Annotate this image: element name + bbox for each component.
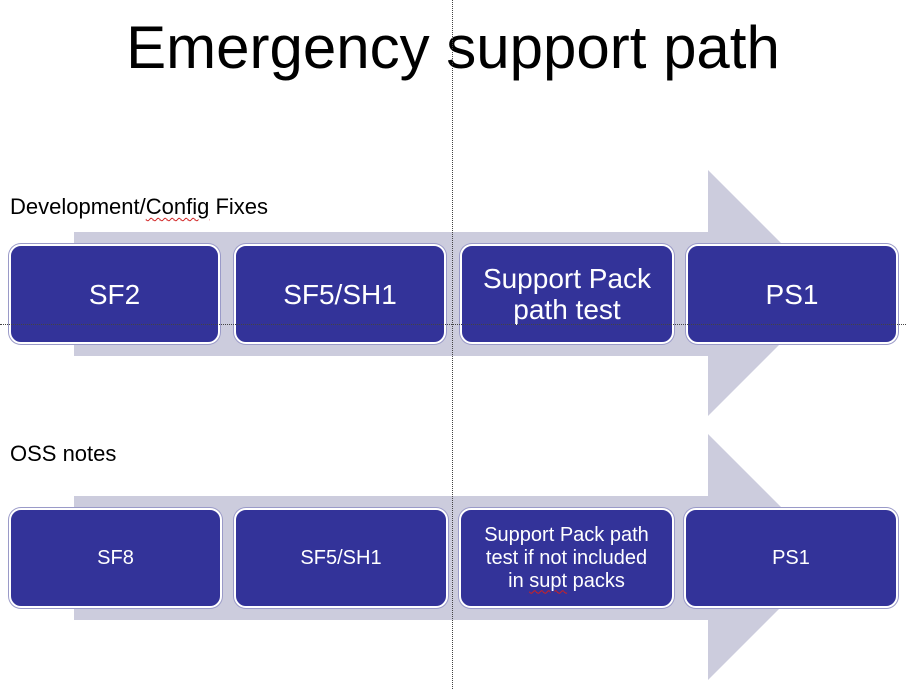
step-box-label: SF2 xyxy=(88,278,141,310)
step-box-label: SF5/SH1 xyxy=(300,546,382,569)
spellcheck-word: supt xyxy=(529,569,568,592)
step-box-sf8: SF8 xyxy=(9,508,222,608)
horizontal-guide-line xyxy=(0,324,906,325)
step-box-ps1-oss: PS1 xyxy=(684,508,898,608)
step-box-ps1: PS1 xyxy=(686,244,898,344)
vertical-guide-line xyxy=(452,0,453,689)
step-box-support-pack-path-test: Support Pack path test xyxy=(460,244,674,344)
step-box-label: SF8 xyxy=(97,546,134,569)
step-box-sf5-sh1: SF5/SH1 xyxy=(234,244,446,344)
step-box-label: SF5/SH1 xyxy=(283,278,397,310)
step-box-label-line: Support Pack xyxy=(482,263,652,294)
step-box-label: PS1 xyxy=(772,546,810,569)
step-box-label-line: path test xyxy=(513,294,621,325)
step-box-label-line: test if not included xyxy=(485,546,648,569)
row-label-development-config-fixes: Development/Config Fixes xyxy=(10,194,269,219)
row-label-oss-notes: OSS notes xyxy=(10,441,117,466)
step-box-support-pack-path-test-oss: Support Pack path test if not included i… xyxy=(459,508,674,608)
step-box-label-line: in supt packs xyxy=(508,569,625,592)
step-box-label: PS1 xyxy=(765,278,819,310)
step-box-sf5-sh1-oss: SF5/SH1 xyxy=(234,508,448,608)
step-box-sf2: SF2 xyxy=(9,244,220,344)
step-box-label-line: Support Pack path xyxy=(484,523,649,546)
